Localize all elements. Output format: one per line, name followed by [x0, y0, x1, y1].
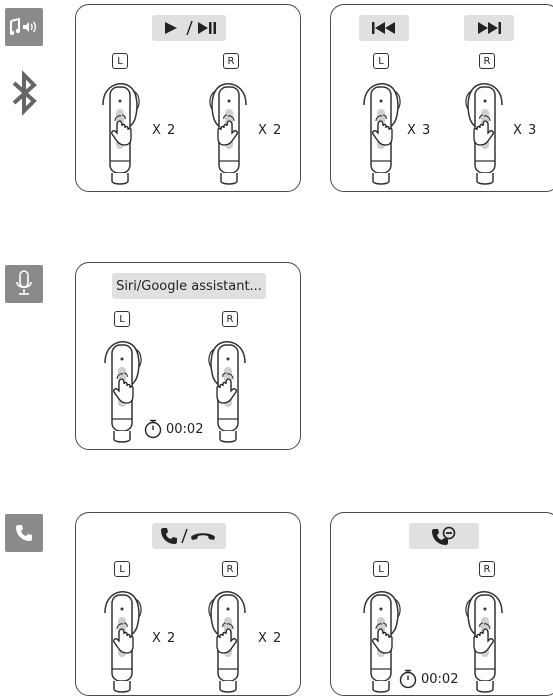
voice-assistant-panel: Siri/Google assistant... L R 00:02	[75, 262, 301, 450]
reject-call-icon	[432, 526, 456, 545]
left-earbud-icon	[93, 75, 145, 187]
right-earbud-icon	[203, 583, 255, 695]
next-track-icon	[478, 22, 501, 34]
track-panel: L R X 3 X 3	[330, 4, 553, 192]
left-tap-count: X 2	[152, 631, 177, 646]
answer-end-call-panel: L R X 2 X 2	[75, 512, 301, 696]
stopwatch-icon	[144, 419, 162, 439]
answer-slash-hang-up-icon	[161, 528, 215, 544]
hold-timer: 00:02	[144, 419, 203, 439]
left-tap-count: X 3	[407, 123, 432, 138]
play-slash-play-pause-icon	[165, 20, 216, 36]
left-earbud-icon	[95, 333, 147, 445]
left-label: L	[112, 53, 128, 69]
left-label: L	[114, 311, 130, 327]
right-earbud-icon	[203, 333, 255, 445]
bluetooth-icon	[12, 70, 37, 116]
hold-timer: 00:02	[399, 669, 458, 689]
assistant-pill: Siri/Google assistant...	[112, 273, 266, 299]
right-label: R	[222, 561, 238, 577]
right-earbud-icon	[460, 583, 512, 695]
left-label: L	[373, 561, 389, 577]
right-label: R	[479, 561, 495, 577]
previous-track-pill	[359, 15, 409, 41]
left-earbud-icon	[354, 75, 406, 187]
left-label: L	[114, 561, 130, 577]
right-earbud-icon	[460, 75, 512, 187]
reject-call-panel: L R 00:02	[330, 512, 553, 696]
left-label: L	[373, 53, 389, 69]
microphone-icon	[5, 265, 43, 303]
right-tap-count: X 3	[513, 123, 538, 138]
stopwatch-icon	[399, 669, 417, 689]
right-label: R	[223, 53, 239, 69]
next-track-pill	[464, 15, 514, 41]
left-earbud-icon	[95, 583, 147, 695]
play-pause-panel: L R X 2 X 2	[75, 4, 301, 192]
hold-time-text: 00:02	[421, 671, 459, 687]
answer-end-pill	[152, 523, 226, 549]
previous-track-icon	[372, 22, 395, 34]
right-label: R	[479, 53, 495, 69]
play-pause-pill	[152, 15, 226, 41]
right-tap-count: X 2	[258, 631, 283, 646]
right-earbud-icon	[204, 75, 256, 187]
phone-icon	[5, 514, 43, 552]
reject-call-pill	[409, 523, 479, 549]
right-tap-count: X 2	[258, 123, 283, 138]
music-volume-icon	[5, 8, 43, 46]
hold-time-text: 00:02	[166, 421, 204, 437]
right-label: R	[222, 311, 238, 327]
left-tap-count: X 2	[152, 123, 177, 138]
